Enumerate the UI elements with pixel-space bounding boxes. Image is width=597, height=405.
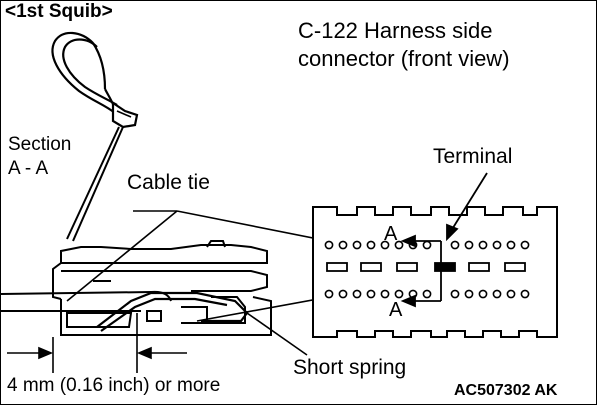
section-marker-lower: A: [389, 299, 403, 321]
harness-side-body: [52, 240, 272, 336]
middle-slot-row: [326, 262, 526, 272]
section-label-line-2: A - A: [8, 157, 49, 179]
short-spring-label: Short spring: [293, 356, 407, 379]
connector-title: C-122 Harness side connector (front view…: [298, 17, 588, 72]
lower-pin-row: [324, 289, 530, 299]
connector-title-line-2: connector (front view): [298, 45, 510, 71]
cable-tie-label: Cable tie: [127, 171, 210, 194]
terminal-label: Terminal: [433, 145, 513, 168]
front-view-connector: [312, 206, 558, 338]
section-label-line-1: Section: [8, 134, 72, 155]
section-bracket: [400, 234, 442, 308]
upper-pin-row: [324, 240, 530, 250]
terminal-leader: [446, 172, 488, 242]
cable-tie-leaders: [66, 126, 124, 242]
cable-tie-loop: [51, 31, 139, 129]
figure-code: AC507302 AK: [454, 382, 558, 399]
gap-dimension: [7, 313, 187, 373]
section-marker-upper: A: [384, 223, 398, 245]
squib-title: <1st Squib>: [5, 1, 113, 22]
section-label: Section A - A: [8, 133, 71, 181]
connector-title-line-1: C-122 Harness side: [298, 18, 493, 43]
measurement-label: 4 mm (0.16 inch) or more: [7, 375, 221, 396]
short-spring: [96, 291, 249, 332]
